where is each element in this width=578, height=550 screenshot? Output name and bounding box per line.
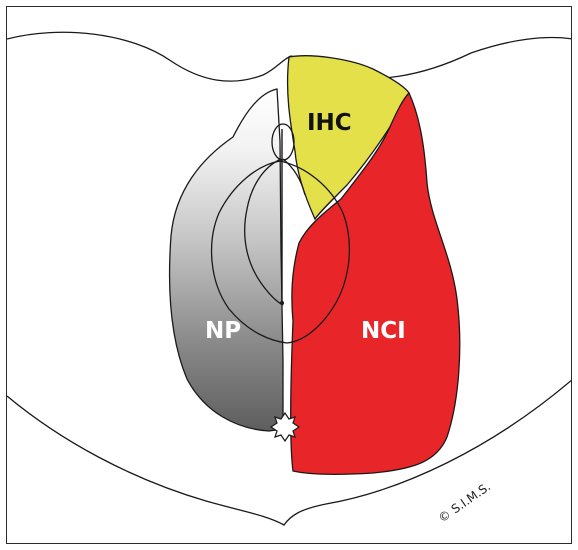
np-region [170, 89, 283, 431]
ihc-label: IHC [307, 110, 352, 136]
nci-label: NCI [361, 318, 406, 344]
diagram-frame: IHC NCI NP © S.I.M.S. [6, 6, 572, 544]
lower-star-marker [271, 413, 299, 441]
lower-contour [7, 379, 572, 525]
np-label: NP [205, 318, 241, 344]
copyright-text: © S.I.M.S. [436, 479, 493, 525]
midline-end-dot [280, 301, 284, 305]
anatomical-diagram: IHC NCI NP © S.I.M.S. [7, 7, 572, 544]
